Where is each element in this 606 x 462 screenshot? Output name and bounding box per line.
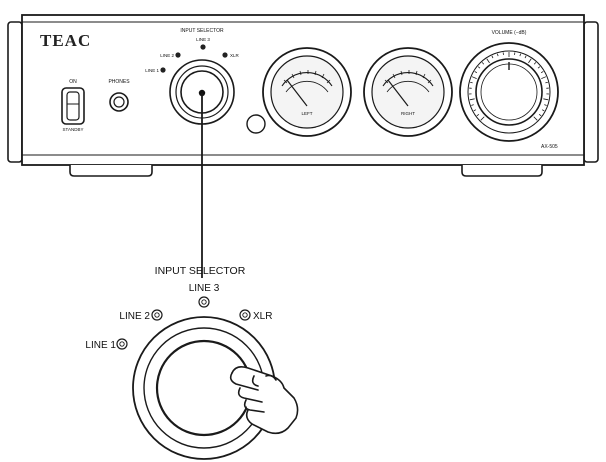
volume-tick: [497, 53, 499, 57]
vu-meter-right: RIGHT: [363, 47, 453, 137]
callout-line2-label: LINE 2: [119, 311, 150, 322]
volume-tick: [543, 98, 549, 101]
right-side-bracket: [583, 21, 599, 163]
volume-tick: [477, 66, 481, 69]
vu-meter-left-needle: [286, 79, 308, 107]
callout-line2-indicator: [151, 309, 163, 321]
volume-tick: [545, 81, 548, 84]
callout-line1-indicator: [116, 338, 128, 350]
volume-tick: [491, 55, 494, 59]
vu-meter-right-label: RIGHT: [401, 111, 415, 116]
phones-label: PHONES: [108, 79, 130, 85]
volume-tick: [471, 76, 477, 79]
panel-line3-label: LINE 3: [196, 37, 210, 42]
volume-tick: [537, 66, 541, 69]
panel-line1-label: LINE 1: [145, 68, 159, 73]
power-on-label: ON: [69, 79, 77, 85]
volume-control: VOLUME (−dB): [459, 30, 559, 142]
panel-input-selector: INPUT SELECTOR LINE 3 LINE 2 XLR LINE 1: [145, 28, 240, 125]
panel-selector-title: INPUT SELECTOR: [180, 28, 224, 34]
callout-selector-knob[interactable]: [155, 339, 253, 437]
power-standby-label: STANDBY: [63, 127, 84, 132]
volume-tick: [469, 98, 475, 101]
volume-tick: [470, 81, 473, 84]
volume-tick: [538, 114, 542, 117]
volume-tick: [473, 109, 477, 112]
callout-xlr-label: XLR: [253, 311, 272, 322]
callout-xlr-indicator: [239, 309, 251, 321]
callout-selector-title: INPUT SELECTOR: [155, 265, 246, 277]
volume-tick: [533, 116, 538, 121]
volume-tick: [541, 76, 547, 79]
volume-tick: [476, 114, 480, 117]
vu-meter-left-face: [270, 55, 344, 129]
model-label: AX-505: [541, 144, 558, 150]
volume-tick: [486, 58, 490, 64]
right-foot: [461, 165, 543, 177]
volume-tick: [471, 104, 474, 106]
volume-knob[interactable]: [475, 58, 543, 126]
volume-label: VOLUME (−dB): [492, 30, 527, 36]
callout-line3-indicator: [198, 296, 210, 308]
panel-xlr-label: XLR: [230, 53, 240, 58]
panel-line1-led: [160, 67, 166, 73]
volume-tick: [540, 71, 544, 74]
brand-logo: TEAC: [40, 31, 91, 50]
volume-scale-ticks: [469, 52, 549, 121]
vu-meter-left-label: LEFT: [301, 111, 312, 116]
hand-icon: [229, 366, 299, 435]
volume-tick: [481, 62, 485, 65]
input-selector-callout: INPUT SELECTOR LINE 3 LINE 2 XLR LINE 1: [85, 265, 276, 460]
volume-tick: [544, 104, 547, 106]
panel-line2-label: LINE 2: [160, 53, 174, 58]
volume-tick: [528, 58, 532, 64]
ir-sensor: [246, 114, 266, 134]
volume-tick: [533, 62, 537, 65]
callout-line1-label: LINE 1: [85, 340, 116, 351]
volume-tick: [541, 109, 545, 112]
vu-meter-right-face: [371, 55, 445, 129]
callout-line3-label: LINE 3: [189, 283, 220, 294]
volume-tick: [519, 53, 521, 57]
phones-jack-socket[interactable]: [113, 96, 125, 108]
volume-tick: [474, 71, 478, 74]
power-switch[interactable]: ON STANDBY: [61, 79, 85, 132]
volume-tick: [480, 116, 485, 121]
left-foot: [69, 165, 153, 177]
vu-meter-right-needle: [387, 79, 409, 107]
panel-line2-led: [175, 52, 181, 58]
power-switch-lever[interactable]: [66, 91, 80, 121]
vu-meter-left: LEFT: [262, 47, 352, 137]
phones-jack[interactable]: PHONES: [108, 79, 130, 112]
panel-line3-led: [200, 44, 206, 50]
panel-xlr-led: [222, 52, 228, 58]
volume-tick: [524, 55, 527, 59]
left-side-bracket: [7, 21, 23, 163]
